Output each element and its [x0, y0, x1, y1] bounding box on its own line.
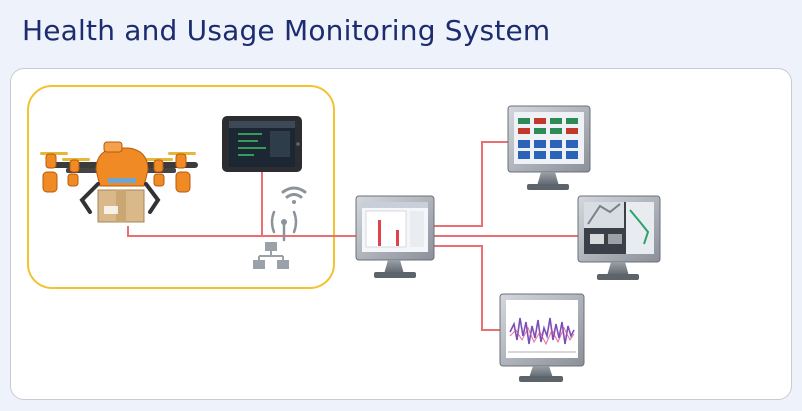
connection-lines: [127, 141, 578, 331]
signal-plot-monitor-icon: [499, 293, 585, 382]
ground-station-monitor-icon: [355, 195, 435, 278]
hub-to-dashboard-line: [432, 141, 508, 227]
tablet-icon: [222, 116, 302, 172]
map-monitor-icon: [577, 195, 661, 280]
antenna-icon: [270, 210, 298, 242]
wifi-icon: [281, 186, 307, 204]
network-icon: [253, 242, 289, 269]
drone-to-hub-line: [127, 226, 360, 237]
dashboard-monitor-icon: [507, 105, 591, 190]
page-title: Health and Usage Monitoring System: [22, 14, 551, 47]
drone-icon: [40, 141, 198, 223]
hub-to-plot-line: [432, 245, 500, 331]
